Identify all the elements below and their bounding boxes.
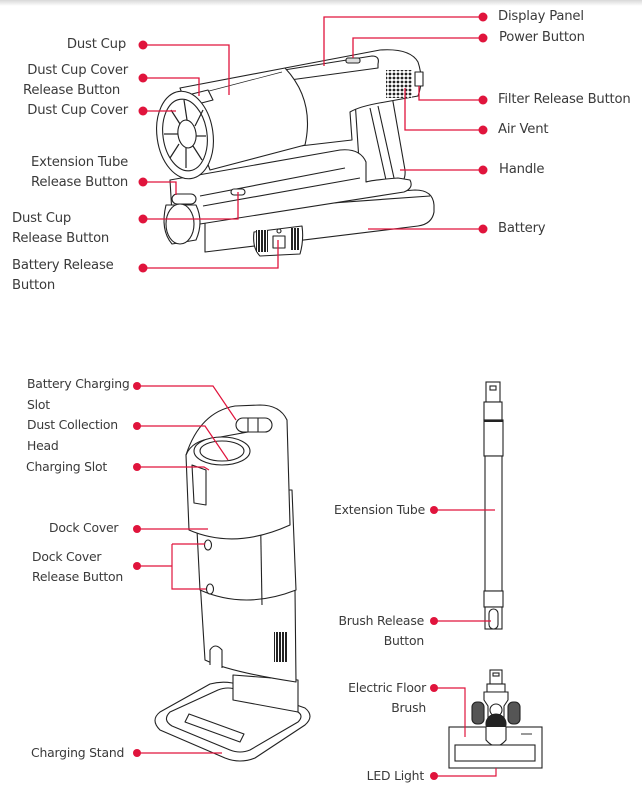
label-dust-cup-release-line1: Dust Cup: [12, 211, 72, 226]
dock-cover-release-lower: [205, 583, 215, 595]
label-led-light: LED Light: [366, 768, 425, 783]
label-extension-tube: Extension Tube: [334, 502, 425, 517]
label-dust-collection-head-line1: Dust Collection: [27, 417, 118, 432]
brush-leaders: [434, 687, 497, 777]
top-shadow: [0, 0, 642, 6]
label-charging-slot: Charging Slot: [26, 459, 108, 474]
label-dock-cover-release-line1: Dock Cover: [32, 549, 102, 564]
label-battery-release-line1: Battery Release: [12, 258, 114, 273]
dock-column-lower: [199, 579, 297, 683]
label-battery-release-line2: Button: [12, 278, 55, 293]
dot-power-button: [478, 33, 488, 43]
dot-display-panel: [478, 12, 488, 22]
dot-dock-cover-release: [133, 562, 141, 570]
battery-charging-slot: [235, 417, 273, 433]
extension-tube-body: [484, 455, 503, 592]
label-battery: Battery: [498, 221, 546, 236]
dot-battery-release: [138, 263, 148, 273]
dot-battery: [478, 224, 488, 234]
power-button: [345, 57, 361, 64]
label-power-button: Power Button: [499, 30, 585, 45]
label-dust-cup-cover-release-line2: Release Button: [23, 83, 121, 98]
dot-brush-release: [430, 617, 438, 625]
dot-air-vent: [478, 125, 488, 135]
vacuum-leaders-left: [143, 44, 279, 269]
label-dock-cover-release-line2: Release Button: [32, 569, 124, 584]
label-extension-tube-release-line2: Release Button: [31, 175, 129, 190]
label-dust-cup: Dust Cup: [66, 37, 126, 52]
air-vent-grille: [386, 70, 412, 98]
label-dust-cup-release-line2: Release Button: [12, 231, 110, 246]
dot-extension-tube-release: [138, 177, 148, 187]
label-brush-release-line2: Button: [383, 633, 425, 648]
dot-handle: [478, 165, 488, 175]
dot-led-light: [430, 772, 438, 780]
led-light: [454, 744, 536, 762]
label-brush-release-line1: Brush Release: [338, 613, 424, 628]
label-extension-tube-release-line1: Extension Tube: [31, 155, 129, 170]
dot-dock-cover: [133, 525, 141, 533]
label-battery-charging-slot-line1: Battery Charging: [27, 376, 130, 391]
vacuum-leaders-right: [323, 16, 483, 230]
vacuum-dots-left: [138, 40, 148, 273]
label-filter-release-button: Filter Release Button: [498, 92, 631, 107]
brush-release-button: [488, 608, 499, 630]
label-dust-cup-cover-release-line1: Dust Cup Cover: [27, 63, 128, 78]
filter-release-button: [414, 71, 424, 87]
dock-cover-release-upper: [203, 539, 213, 551]
label-handle: Handle: [499, 162, 545, 177]
floor-brush-illustration: [448, 669, 543, 769]
dock-leaders: [137, 385, 237, 754]
dot-filter-release: [478, 95, 488, 105]
dot-dust-cup-cover-release: [138, 73, 148, 83]
dock-illustration: [154, 404, 311, 762]
label-electric-floor-brush-line2: Brush: [391, 700, 426, 715]
dot-extension-tube: [430, 506, 438, 514]
label-air-vent: Air Vent: [498, 122, 549, 137]
label-electric-floor-brush-line1: Electric Floor: [348, 680, 426, 695]
label-charging-stand: Charging Stand: [31, 745, 125, 760]
dot-charging-stand: [133, 749, 141, 757]
tube-leaders: [434, 509, 495, 622]
dock-dots: [133, 382, 141, 757]
label-dust-collection-head-line2: Head: [27, 438, 59, 453]
extension-tube-release-button: [171, 193, 197, 205]
label-display-panel: Display Panel: [498, 9, 584, 24]
dot-dust-cup-cover: [138, 106, 148, 116]
dot-electric-floor-brush: [430, 684, 438, 692]
vacuum-illustration: [156, 49, 435, 257]
vacuum-dots-right: [478, 12, 488, 234]
label-dock-cover: Dock Cover: [49, 520, 119, 535]
label-dust-cup-cover: Dust Cup Cover: [27, 103, 128, 118]
dot-charging-slot: [133, 463, 141, 471]
extension-tube-illustration: [483, 381, 504, 630]
dot-battery-charging-slot: [133, 382, 141, 390]
dot-dust-cup-release: [138, 214, 148, 224]
dot-dust-cup: [138, 40, 148, 50]
dot-dust-collection-head: [133, 422, 141, 430]
label-battery-charging-slot-line2: Slot: [27, 397, 50, 412]
